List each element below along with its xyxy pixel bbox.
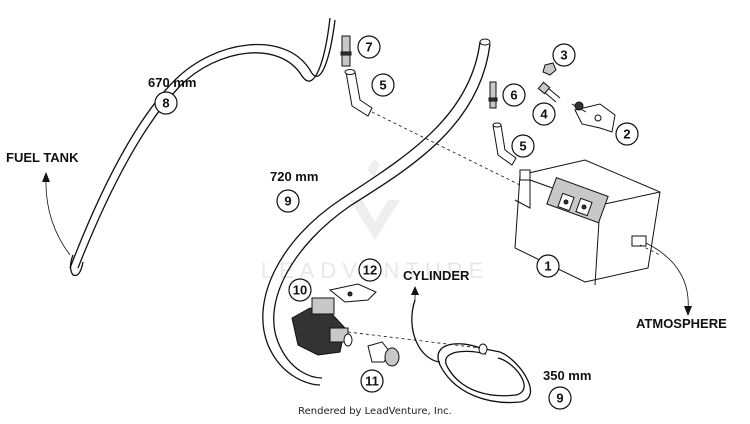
cylinder-label: CYLINDER [403,268,470,283]
svg-text:10: 10 [293,283,307,298]
callout-8: 8 [154,91,178,115]
svg-text:9: 9 [284,194,291,209]
svg-text:6: 6 [510,88,517,103]
svg-text:2: 2 [623,127,630,142]
callout-9a: 9 [276,189,300,213]
callout-6: 6 [502,83,526,107]
fuel-tank-label: FUEL TANK [6,150,79,165]
callout-5a: 5 [371,73,395,97]
svg-text:5: 5 [379,78,386,93]
atmosphere-label: ATMOSPHERE [636,316,727,331]
hose-9-short-length: 350 mm [543,368,591,383]
callout-9b: 9 [548,386,572,410]
hose-9-long-length: 720 mm [270,169,318,184]
footer-credit: Rendered by LeadVenture, Inc. [298,406,452,417]
svg-text:1: 1 [544,259,551,274]
callout-12: 12 [358,258,382,282]
hose-9-short [411,299,532,404]
svg-text:3: 3 [560,48,567,63]
atmosphere-arrow [645,242,692,316]
hose-8-length: 670 mm [148,75,196,90]
svg-text:11: 11 [365,374,379,389]
callout-5b: 5 [511,134,535,158]
callout-2: 2 [615,122,639,146]
bracket-assembly [537,62,616,133]
callout-7: 7 [357,35,381,59]
svg-text:12: 12 [363,263,377,278]
callout-4: 4 [532,102,556,126]
callout-11: 11 [360,369,384,393]
hose-9-long [262,38,491,386]
callout-10: 10 [288,278,312,302]
hose-8 [69,17,336,277]
callout-1: 1 [536,254,560,278]
charcoal-canister [514,159,661,286]
fuel-tank-arrow [42,172,71,256]
cylinder-arrow [411,286,419,300]
svg-text:4: 4 [540,107,548,122]
svg-text:7: 7 [365,40,372,55]
svg-text:8: 8 [162,96,169,111]
svg-text:9: 9 [556,391,563,406]
hose-fittings [340,35,517,166]
purge-valve-assembly [291,283,400,367]
routing-lines [347,111,661,349]
svg-text:5: 5 [519,139,526,154]
callout-3: 3 [552,43,576,67]
